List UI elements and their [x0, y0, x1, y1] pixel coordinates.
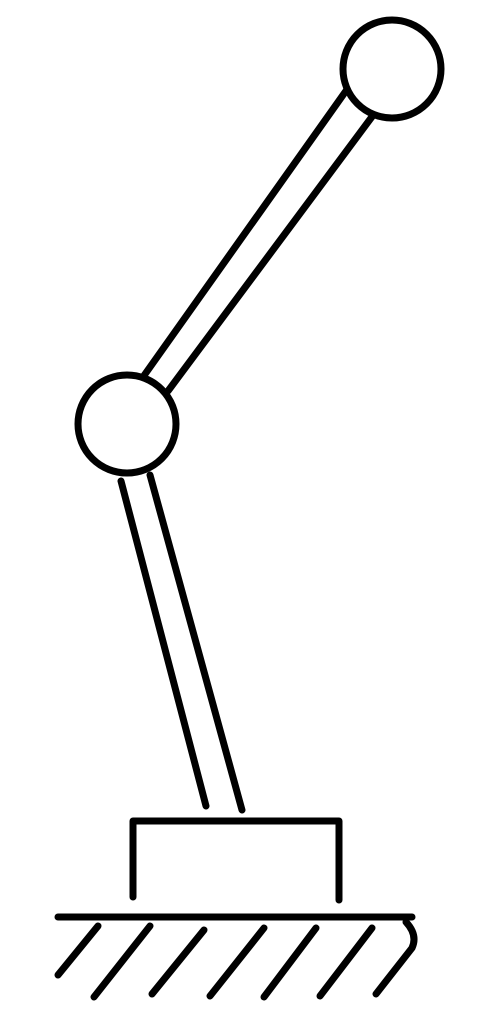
end-joint	[339, 16, 445, 122]
lower-link-edge-left	[117, 477, 210, 810]
ground	[54, 913, 418, 1001]
upper-link-edge-right	[164, 110, 378, 395]
hatch-mark	[372, 918, 418, 998]
hatch-mark	[90, 922, 154, 1001]
lower-link	[117, 471, 246, 814]
hatch-mark	[260, 924, 320, 1001]
ground-hatching	[54, 918, 418, 1001]
hatch-mark	[54, 922, 102, 979]
lower-link-edge-right	[146, 471, 246, 814]
elbow-joint	[74, 371, 180, 477]
upper-link	[139, 84, 378, 395]
hatch-mark	[206, 924, 268, 1000]
upper-link-edge-left	[139, 84, 352, 381]
hatch-mark	[148, 926, 208, 998]
hatch-mark	[316, 924, 376, 1000]
base-block	[129, 817, 343, 904]
